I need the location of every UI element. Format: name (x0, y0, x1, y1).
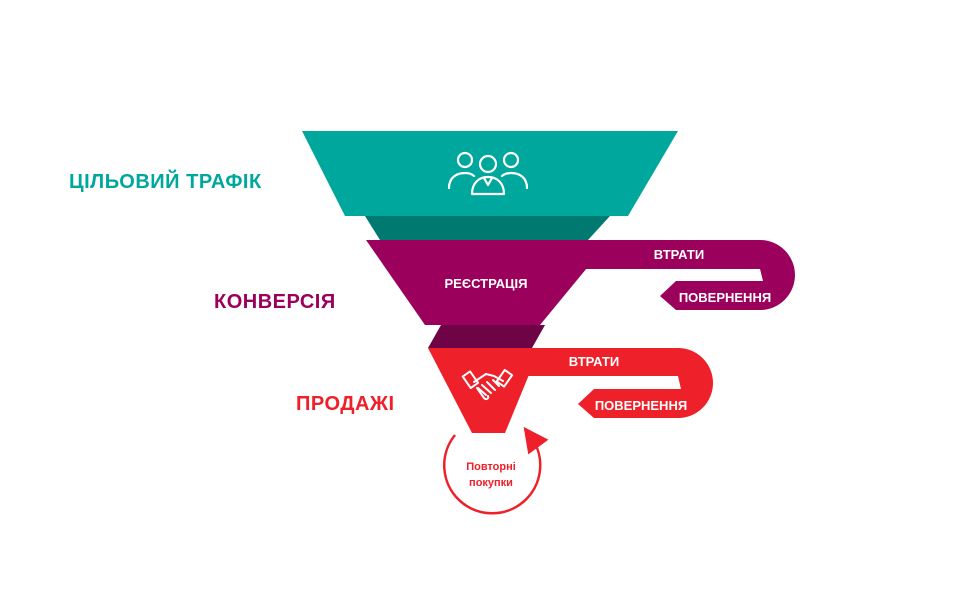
funnel-connector-2 (428, 325, 545, 348)
people-group-icon (447, 151, 529, 196)
conversion-loop: ВТРАТИ ПОВЕРНЕННЯ (560, 240, 795, 310)
funnel-stage-sales (428, 348, 540, 433)
sales-loop: ВТРАТИ ПОВЕРНЕННЯ (505, 348, 713, 418)
funnel-connector-1 (365, 216, 610, 240)
conversion-losses-label: ВТРАТИ (654, 247, 704, 262)
repeat-purchases-line2: покупки (469, 477, 513, 489)
stage-label-traffic: ЦІЛЬОВИЙ ТРАФІК (69, 171, 262, 193)
handshake-icon (461, 368, 514, 401)
stage-label-conversion: КОНВЕРСІЯ (214, 291, 336, 313)
conversion-loop-band (560, 240, 795, 310)
conversion-returns-label: ПОВЕРНЕННЯ (679, 290, 771, 305)
sales-returns-label: ПОВЕРНЕННЯ (595, 398, 687, 413)
repeat-purchases-cycle: Повторні покупки (442, 426, 549, 515)
funnel-stage-traffic (302, 131, 678, 216)
registration-label: РЕЄСТРАЦІЯ (445, 276, 528, 291)
funnel-stage-conversion (366, 240, 610, 325)
stage-label-sales: ПРОДАЖІ (296, 393, 395, 415)
repeat-purchases-line1: Повторні (466, 461, 516, 473)
sales-loop-band (505, 348, 713, 418)
sales-losses-label: ВТРАТИ (569, 354, 619, 369)
repeat-purchases-arrow (442, 426, 549, 515)
